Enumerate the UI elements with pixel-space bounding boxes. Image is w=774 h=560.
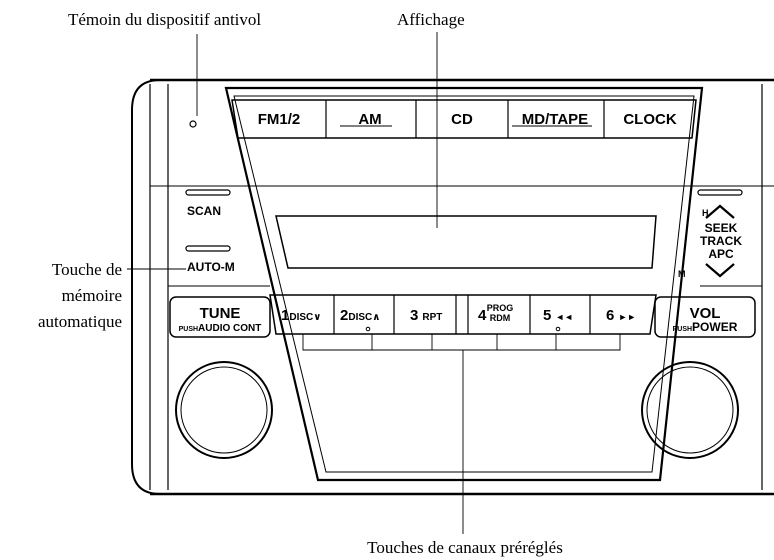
tune-sub-label: AUDIO CONT — [198, 323, 261, 334]
callout-leaders — [127, 32, 621, 534]
auto-m-button[interactable] — [185, 245, 231, 252]
m-label: M — [678, 269, 686, 279]
svg-text:4: 4 — [478, 307, 487, 324]
scan-label: SCAN — [187, 204, 221, 218]
button-clock[interactable]: CLOCK — [623, 111, 676, 128]
seek-label: SEEK — [705, 221, 738, 235]
h-button[interactable] — [697, 189, 743, 196]
button-md-tape[interactable]: MD/TAPE — [522, 111, 588, 128]
right-controls: H SEEK TRACK APC M — [678, 189, 743, 279]
preset-5-dot-icon — [555, 326, 561, 332]
preset-2-button[interactable]: 2DISC∧ — [340, 307, 380, 324]
auto-memory-callout-line1: Touche de — [52, 260, 122, 279]
antitheft-indicator-icon — [189, 120, 197, 128]
auto-m-label: AUTO-M — [187, 260, 235, 274]
svg-text:PROG: PROG — [487, 303, 514, 313]
vol-push-label: PUSH — [673, 326, 692, 333]
antitheft-callout: Témoin du dispositif antivol — [68, 10, 261, 29]
h-label: H — [702, 208, 709, 218]
button-fm12[interactable]: FM1/2 — [258, 111, 301, 128]
volume-knob[interactable] — [641, 361, 739, 459]
preset-1-button[interactable]: 1DISC∨ — [281, 307, 321, 324]
scan-button[interactable] — [185, 189, 231, 196]
track-label: TRACK — [700, 234, 742, 248]
display-window — [275, 215, 657, 269]
preset-5-button[interactable]: 5◄◄ — [543, 307, 573, 324]
seek-down-icon[interactable] — [705, 263, 735, 278]
svg-text:RDM: RDM — [490, 313, 511, 323]
vol-button[interactable]: VOL PUSHPOWER — [654, 296, 756, 338]
svg-text:PUSHAUDIO CONT: PUSHAUDIO CONT — [179, 323, 262, 334]
button-am[interactable]: AM — [358, 111, 381, 128]
tune-button[interactable]: TUNE PUSHAUDIO CONT — [169, 296, 271, 338]
preset-2-dot-icon — [365, 326, 371, 332]
tune-knob[interactable] — [175, 361, 273, 459]
auto-memory-callout-line3: automatique — [38, 312, 122, 331]
callout-labels: Témoin du dispositif antivol Affichage T… — [38, 10, 563, 557]
top-button-row: FM1/2 AM CD MD/TAPE CLOCK — [231, 99, 697, 139]
svg-text:PUSHPOWER: PUSHPOWER — [673, 320, 738, 334]
tune-label: TUNE — [200, 305, 241, 322]
display-callout: Affichage — [397, 10, 465, 29]
preset-6-button[interactable]: 6►► — [606, 307, 636, 324]
vol-label: VOL — [690, 305, 721, 322]
button-cd[interactable]: CD — [451, 111, 473, 128]
left-controls: SCAN AUTO-M — [185, 189, 235, 274]
preset-4-button[interactable]: 4 PROG RDM — [478, 303, 513, 324]
radio-housing — [131, 78, 774, 496]
seek-up-icon[interactable] — [705, 204, 735, 219]
auto-memory-callout-line2: mémoire — [62, 286, 122, 305]
apc-label: APC — [708, 247, 734, 261]
vol-sub-label: POWER — [692, 320, 738, 334]
presets-callout: Touches de canaux préréglés — [367, 538, 563, 557]
tune-push-label: PUSH — [179, 326, 198, 333]
faceplate — [224, 86, 704, 482]
